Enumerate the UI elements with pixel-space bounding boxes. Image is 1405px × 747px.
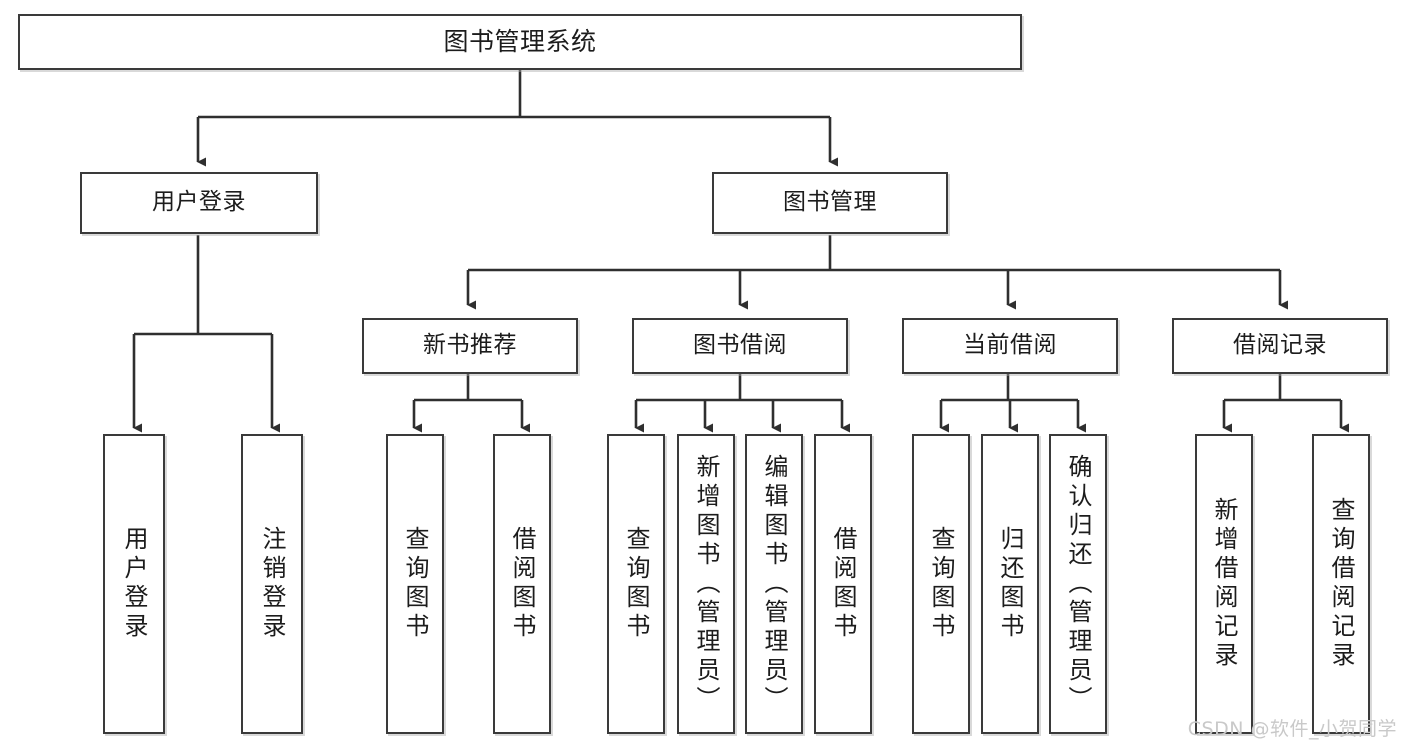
leaf-newbook-query-book-label: 查询图书 — [401, 526, 429, 642]
leaf-borrow-query-book[interactable]: 查询图书 — [607, 434, 665, 734]
leaf-logout-login[interactable]: 注销登录 — [241, 434, 303, 734]
leaf-logout-login-label: 注销登录 — [258, 526, 286, 642]
node-user-login[interactable]: 用户登录 — [80, 172, 318, 234]
leaf-borrow-query-book-label: 查询图书 — [622, 526, 650, 642]
leaf-record-add-record-label: 新增借阅记录 — [1210, 497, 1238, 671]
node-borrow-record[interactable]: 借阅记录 — [1172, 318, 1388, 374]
node-current-borrow[interactable]: 当前借阅 — [902, 318, 1118, 374]
node-root-label: 图书管理系统 — [443, 27, 597, 57]
node-borrow-record-label: 借阅记录 — [1233, 332, 1327, 359]
node-book-borrow-label: 图书借阅 — [693, 332, 787, 359]
node-new-book-recommend[interactable]: 新书推荐 — [362, 318, 578, 374]
leaf-borrow-edit-book-admin[interactable]: 编辑图书（管理员） — [745, 434, 803, 734]
node-user-login-label: 用户登录 — [152, 189, 246, 216]
leaf-borrow-borrow-book[interactable]: 借阅图书 — [814, 434, 872, 734]
csdn-watermark: CSDN @软件_小贺同学 — [1187, 718, 1397, 740]
leaf-user-login[interactable]: 用户登录 — [103, 434, 165, 734]
leaf-newbook-borrow-book[interactable]: 借阅图书 — [493, 434, 551, 734]
leaf-current-return-book[interactable]: 归还图书 — [981, 434, 1039, 734]
leaf-borrow-edit-book-admin-label: 编辑图书（管理员） — [760, 453, 788, 715]
leaf-current-query-book-label: 查询图书 — [927, 526, 955, 642]
leaf-current-return-book-label: 归还图书 — [996, 526, 1024, 642]
node-book-borrow[interactable]: 图书借阅 — [632, 318, 848, 374]
node-book-manage-label: 图书管理 — [783, 189, 877, 216]
leaf-newbook-borrow-book-label: 借阅图书 — [508, 526, 536, 642]
node-book-manage[interactable]: 图书管理 — [712, 172, 948, 234]
leaf-borrow-borrow-book-label: 借阅图书 — [829, 526, 857, 642]
node-new-book-recommend-label: 新书推荐 — [423, 332, 517, 359]
leaf-record-query-record-label: 查询借阅记录 — [1327, 497, 1355, 671]
leaf-borrow-add-book-admin[interactable]: 新增图书（管理员） — [677, 434, 735, 734]
leaf-user-login-label: 用户登录 — [120, 526, 148, 642]
leaf-record-add-record[interactable]: 新增借阅记录 — [1195, 434, 1253, 734]
leaf-current-confirm-return-admin-label: 确认归还（管理员） — [1064, 453, 1092, 715]
leaf-current-query-book[interactable]: 查询图书 — [912, 434, 970, 734]
node-root[interactable]: 图书管理系统 — [18, 14, 1022, 70]
node-current-borrow-label: 当前借阅 — [963, 332, 1057, 359]
leaf-current-confirm-return-admin[interactable]: 确认归还（管理员） — [1049, 434, 1107, 734]
leaf-record-query-record[interactable]: 查询借阅记录 — [1312, 434, 1370, 734]
leaf-newbook-query-book[interactable]: 查询图书 — [386, 434, 444, 734]
leaf-borrow-add-book-admin-label: 新增图书（管理员） — [692, 453, 720, 715]
